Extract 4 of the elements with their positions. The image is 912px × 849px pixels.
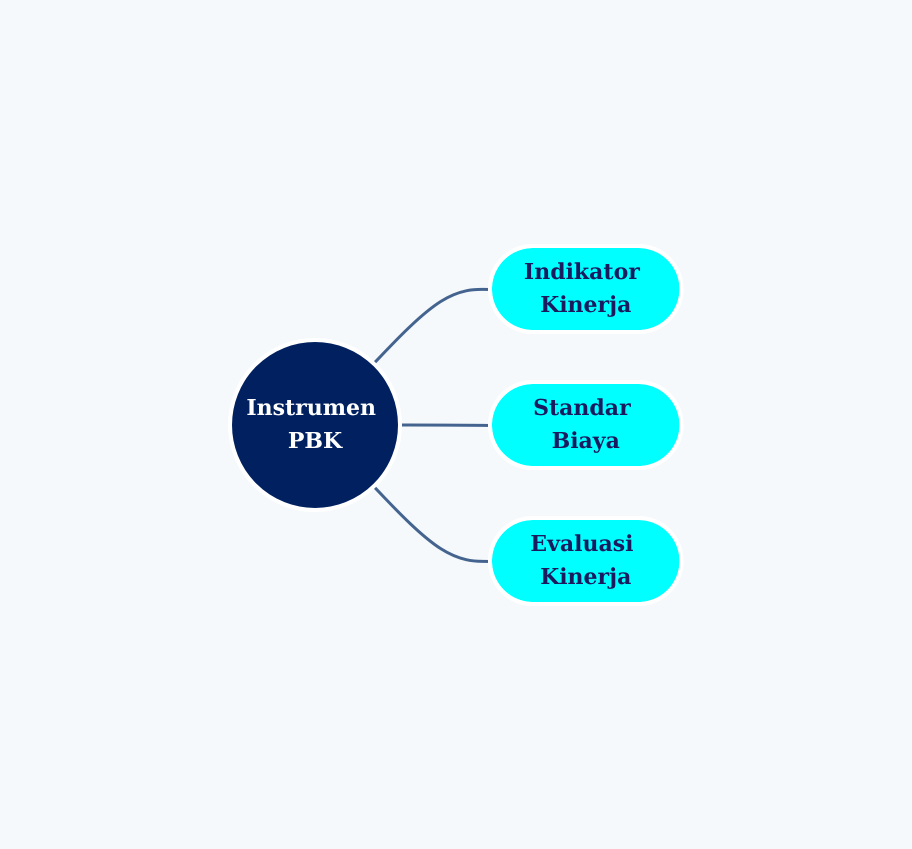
node-circle: Instrumen PBK <box>228 338 402 512</box>
connector <box>372 484 491 562</box>
connector <box>400 423 491 426</box>
connector <box>372 287 491 364</box>
